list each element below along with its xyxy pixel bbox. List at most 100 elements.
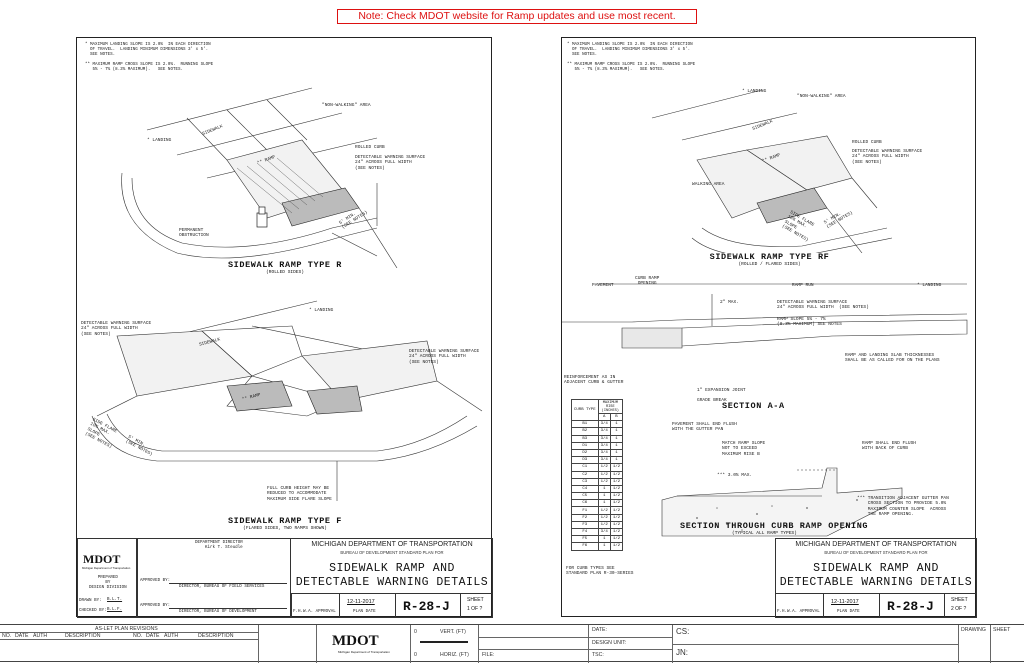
sheet1-approved-by-2: APPROVED BY: [140, 604, 171, 608]
type-r-drawing [121, 87, 398, 268]
type-rf-walking-label: WALKING AREA [692, 182, 725, 187]
type-rf-non-walking-label: "NON-WALKING" AREA [797, 94, 846, 99]
rev-col-auth-1: AUTH [33, 633, 48, 639]
strip-jn-label: JN: [676, 648, 688, 657]
section-two-max-label: 2" MAX. [720, 300, 739, 305]
sheet1-logo: MDOT [83, 552, 121, 566]
rev-col-auth-2: AUTH [164, 633, 179, 639]
rise-b-cell: 1 [609, 441, 624, 450]
sheet2-drawing-title-2: DETECTABLE WARNING DETAILS [779, 576, 973, 589]
bottom-title-strip: AS-LET PLAN REVISIONS NO. DATE AUTH DESC… [0, 624, 1024, 663]
rise-a-cell: 1/2 [597, 477, 611, 486]
sheet1-plan-date: 12-11-2017 [347, 599, 375, 605]
rise-a-cell: 1 [597, 535, 611, 544]
curb-type-cell: F3 [571, 520, 599, 530]
type-rf-drawing [651, 89, 893, 253]
rev-col-date-2: DATE [146, 633, 160, 639]
sheet2-sheet-label: SHEET [951, 597, 968, 603]
strip-logo-sub: Michigan Department of Transportation [338, 650, 390, 654]
sheet1-sheet-label: SHEET [467, 597, 484, 603]
type-rf-title: SIDEWALK RAMP TYPE RF [709, 252, 830, 262]
type-rf-rolled-curb-label: ROLLED CURB [852, 140, 882, 145]
section-landing-label: * LANDING [917, 283, 942, 288]
curb-type-header: CURB TYPE [571, 398, 599, 422]
rise-b-cell: 1/2 [609, 499, 624, 508]
rise-a-cell: 3/4 [597, 448, 611, 458]
rise-a-cell: 3/4 [597, 456, 611, 465]
curb-type-cell: C2 [571, 470, 599, 479]
col-a-header: A [597, 412, 611, 422]
curb-type-cell: C4 [571, 484, 599, 494]
curb-type-cell: F2 [571, 513, 599, 522]
curb-type-cell: F6 [571, 542, 599, 551]
rise-b-cell: 1/2 [609, 470, 624, 479]
type-r-title: SIDEWALK RAMP TYPE R [227, 260, 343, 270]
section-slab-label: RAMP AND LANDING SLAB THICKNESSES SHALL … [845, 353, 940, 364]
section-reinforcement-label: REINFORCEMENT AS IN ADJACENT CURB & GUTT… [564, 375, 624, 386]
section-aa-drawing [562, 283, 968, 349]
type-r-non-walking-label: "NON-WALKING" AREA [322, 103, 371, 108]
section-grade-break-label: GRADE BREAK [697, 398, 727, 403]
rise-b-cell: 1 [609, 427, 624, 436]
sheet1-drawn-by-value: B.L.T. [107, 598, 123, 602]
type-r-obstruction-label: PERMANENT OBSTRUCTION [179, 228, 209, 239]
sheet1-fhwa: F.H.W.A. APPROVAL [293, 610, 336, 614]
section-detectable-label: DETECTABLE WARNING SURFACE 24" ACROSS FU… [777, 300, 869, 311]
curb-type-cell: B3 [571, 434, 599, 443]
rev-col-no-1: NO. [2, 633, 12, 639]
curb-ramp-flush-label: RAMP SHALL END FLUSH WITH BACK OF CURB [862, 441, 917, 452]
sheet1-checked-by: CHECKED BY: [79, 609, 107, 613]
sheet2-sheet-value: 2 OF ? [951, 606, 967, 612]
section-aa-title: SECTION A-A [722, 401, 785, 411]
sheet1-bureau: BUREAU OF DEVELOPMENT STANDARD PLAN FOR [340, 550, 444, 555]
sheet1-sheet-value: 1 OF ? [467, 606, 483, 612]
rise-b-cell: 1/2 [609, 520, 624, 530]
type-r-subtitle: (ROLLED SIDES) [266, 270, 304, 275]
curb-section-title: SECTION THROUGH CURB RAMP OPENING [680, 521, 869, 531]
sheet1-dept-director-name: Kirk T. Steudle [205, 546, 243, 550]
strip-sheet-label: SHEET [993, 627, 1011, 633]
rise-a-cell: 1/2 [597, 520, 611, 530]
curb-section-subtitle: (TYPICAL ALL RAMP TYPES) [732, 531, 797, 536]
rise-b-cell: 1/2 [609, 463, 624, 472]
rev-col-date-1: DATE [15, 633, 29, 639]
curb-type-cell: C6 [571, 499, 599, 508]
sheet1-logo-sub: Michigan Department of Transportation [82, 566, 131, 570]
rise-a-cell: 1 [597, 542, 611, 551]
sheet1-checked-by-value: B.L.F. [107, 608, 123, 612]
curb-table-footnote: FOR CURB TYPES SEE STANDARD PLAN R-30-SE… [566, 566, 634, 577]
sheet1-approved-role-1: DIRECTOR, BUREAU OF FIELD SERVICES [179, 585, 265, 589]
type-r-rolled-curb-label: ROLLED CURB [355, 145, 385, 150]
sheet2-agency: MICHIGAN DEPARTMENT OF TRANSPORTATION [795, 541, 957, 548]
sheet2-plan-number: R-28-J [887, 599, 934, 614]
rise-b-cell: 1 [609, 448, 624, 458]
type-rf-subtitle: (ROLLED / FLARED SIDES) [738, 262, 801, 267]
rise-a-cell: 3/4 [597, 434, 611, 443]
rise-b-cell: 1/2 [609, 535, 624, 544]
sheet2-plan-date: 12-11-2017 [831, 599, 859, 605]
sheet-1: * MAXIMUM LANDING SLOPE IS 2.0% IN EACH … [76, 37, 493, 618]
sheet1-agency: MICHIGAN DEPARTMENT OF TRANSPORTATION [311, 541, 473, 548]
rise-b-cell: 1/2 [609, 484, 624, 494]
rise-a-cell: 1 [597, 484, 611, 494]
rise-b-cell: 1 [609, 434, 624, 443]
sheet2-plan-date-label: PLAN DATE [837, 610, 860, 614]
max-rise-header: MAXIMUM RISE (INCHES) [597, 399, 624, 414]
rev-col-desc-2: DESCRIPTION [198, 633, 234, 639]
sheet1-dept-director-label: DEPARTMENT DIRECTOR [195, 541, 243, 545]
section-ramp-run-label: RAMP RUN [792, 283, 814, 288]
type-f-drawing [91, 300, 483, 501]
sheet-2: * MAXIMUM LANDING SLOPE IS 2.0% IN EACH … [561, 37, 977, 618]
sheet1-plan-date-label: PLAN DATE [353, 610, 376, 614]
type-f-detectable-left-label: DETECTABLE WARNING SURFACE 24" ACROSS FU… [81, 321, 152, 337]
rise-b-cell: 1/2 [609, 477, 624, 486]
